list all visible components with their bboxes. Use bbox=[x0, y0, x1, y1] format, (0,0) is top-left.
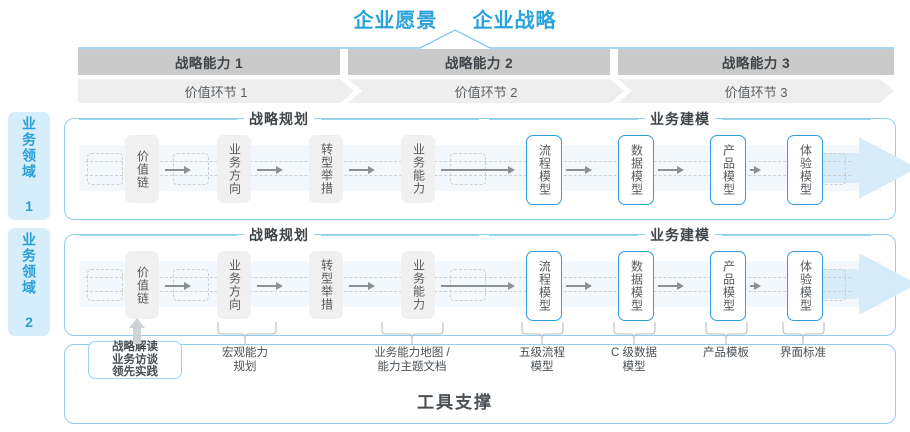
tool-label-1: 宏观能力规划 bbox=[185, 346, 305, 374]
brace-connector-icon bbox=[613, 322, 656, 344]
value-link-bar-3[interactable]: 价值环节 3 bbox=[618, 79, 894, 103]
tool-support-title: 工具支撑 bbox=[417, 393, 493, 412]
domain-row-2: 战略规划 业务建模价值链 业务方向 转型举措 业务能力 流程模型 数据模型 产品模型 体验模型 bbox=[64, 225, 910, 336]
capability-bar-row: 战略能力 1 战略能力 2 战略能力 3 bbox=[78, 49, 894, 75]
node-blue-6[interactable]: 数据模型 bbox=[618, 135, 654, 205]
flow-arrow-icon bbox=[257, 282, 283, 290]
placeholder-node bbox=[87, 153, 123, 185]
node-grey-3[interactable]: 转型举措 bbox=[309, 135, 343, 203]
capability-bar-2[interactable]: 战略能力 2 bbox=[348, 49, 610, 75]
flow-arrow-icon bbox=[566, 282, 592, 290]
node-blue-6[interactable]: 数据模型 bbox=[618, 251, 654, 321]
title-vision: 企业愿景 bbox=[353, 10, 438, 32]
node-grey-1[interactable]: 价值链 bbox=[125, 251, 159, 319]
brace-connector-icon bbox=[705, 322, 748, 344]
domain-row-1: 战略规划 业务建模价值链 业务方向 转型举措 业务能力 流程模型 数据模型 产品模型 体验模型 bbox=[64, 109, 910, 220]
flow-arrow-icon bbox=[349, 166, 375, 174]
guide-line bbox=[85, 291, 851, 292]
flow-arrow-icon bbox=[566, 166, 592, 174]
guide-line bbox=[85, 161, 851, 162]
flow-arrow-icon bbox=[658, 282, 684, 290]
brace-connector-icon bbox=[521, 322, 564, 344]
tool-label-line: 五级流程 bbox=[519, 347, 565, 359]
divider bbox=[79, 234, 237, 236]
tool-label-line: 产品模板 bbox=[703, 347, 749, 359]
tool-label-line: 业务访谈 bbox=[112, 353, 158, 366]
brace-connector-icon bbox=[381, 322, 444, 344]
flow-arrow-icon bbox=[750, 166, 761, 174]
tool-label-line: 宏观能力 bbox=[222, 347, 268, 359]
flow-arrow-icon bbox=[165, 166, 191, 174]
section-title: 战略规划 bbox=[244, 225, 314, 245]
node-grey-4[interactable]: 业务能力 bbox=[401, 135, 435, 203]
node-grey-1[interactable]: 价值链 bbox=[125, 135, 159, 203]
section-title: 业务建模 bbox=[645, 225, 715, 245]
flow-arrow-icon bbox=[349, 282, 375, 290]
sidebar-item-domain-2[interactable]: 业务领域 2 bbox=[8, 228, 50, 336]
tool-label-6: 界面标准 bbox=[743, 346, 863, 360]
flow-arrow-icon bbox=[441, 166, 515, 174]
divider bbox=[79, 118, 237, 120]
node-grey-4[interactable]: 业务能力 bbox=[401, 251, 435, 319]
section-header-1: 战略规划 bbox=[79, 225, 479, 245]
guide-line bbox=[85, 277, 851, 278]
flow-arrow-icon bbox=[658, 166, 684, 174]
section-title: 业务建模 bbox=[645, 109, 715, 129]
tool-label-line: 模型 bbox=[530, 361, 554, 373]
tool-label-line: 模型 bbox=[622, 361, 646, 373]
divider bbox=[722, 118, 871, 120]
tool-label-2: 业务能力地图 / 能力主题文档 bbox=[352, 346, 472, 374]
section-header-2: 业务建模 bbox=[489, 225, 871, 245]
tool-label-line: C 级数据 bbox=[611, 347, 657, 359]
value-link-bar-1[interactable]: 价值环节 1 bbox=[78, 79, 354, 103]
section-header-2: 业务建模 bbox=[489, 109, 871, 129]
node-blue-8[interactable]: 体验模型 bbox=[787, 251, 823, 321]
brace-connector-icon bbox=[782, 322, 825, 344]
flow-arrow-icon bbox=[257, 166, 283, 174]
node-blue-8[interactable]: 体验模型 bbox=[787, 135, 823, 205]
flow-arrow-icon bbox=[441, 282, 515, 290]
title-connector-icon bbox=[78, 29, 894, 49]
page-title: 企业愿景 企业战略 bbox=[0, 4, 910, 33]
divider bbox=[321, 118, 479, 120]
sidebar-item-domain-1[interactable]: 业务领域 1 bbox=[8, 112, 50, 220]
node-blue-7[interactable]: 产品模型 bbox=[710, 251, 746, 321]
title-strategy: 企业战略 bbox=[472, 10, 557, 32]
tool-support-container bbox=[64, 344, 896, 424]
section-header-1: 战略规划 bbox=[79, 109, 479, 129]
flow-arrow-icon bbox=[750, 282, 761, 290]
guide-line bbox=[85, 175, 851, 176]
tool-label-box-strategy[interactable]: 战略解读业务访谈领先实践 bbox=[88, 341, 182, 379]
node-blue-5[interactable]: 流程模型 bbox=[526, 135, 562, 205]
divider bbox=[489, 118, 638, 120]
value-link-bar-2[interactable]: 价值环节 2 bbox=[348, 79, 624, 103]
up-arrow-icon bbox=[129, 318, 145, 344]
node-grey-3[interactable]: 转型举措 bbox=[309, 251, 343, 319]
flow-band bbox=[79, 261, 881, 307]
brace-connector-icon bbox=[217, 322, 277, 344]
placeholder-node bbox=[87, 269, 123, 301]
tool-label-3: 五级流程模型 bbox=[482, 346, 602, 374]
section-title: 战略规划 bbox=[244, 109, 314, 129]
node-grey-2[interactable]: 业务方向 bbox=[217, 251, 251, 319]
node-blue-7[interactable]: 产品模型 bbox=[710, 135, 746, 205]
tool-label-line: 能力主题文档 bbox=[377, 361, 447, 373]
tool-label-line: 界面标准 bbox=[780, 347, 826, 359]
capability-bar-1[interactable]: 战略能力 1 bbox=[78, 49, 340, 75]
tool-label-line: 业务能力地图 / bbox=[374, 347, 450, 359]
tool-label-line: 战略解读 bbox=[112, 341, 158, 354]
divider bbox=[489, 234, 638, 236]
tool-label-5: 产品模板 bbox=[666, 346, 786, 360]
node-blue-5[interactable]: 流程模型 bbox=[526, 251, 562, 321]
node-grey-2[interactable]: 业务方向 bbox=[217, 135, 251, 203]
flow-band bbox=[79, 145, 881, 191]
tool-label-4: C 级数据模型 bbox=[574, 346, 694, 374]
tool-label-line: 领先实践 bbox=[112, 366, 158, 379]
capability-bar-3[interactable]: 战略能力 3 bbox=[618, 49, 894, 75]
divider bbox=[321, 234, 479, 236]
tool-label-line: 规划 bbox=[233, 361, 257, 373]
flow-arrow-icon bbox=[165, 282, 191, 290]
divider bbox=[722, 234, 871, 236]
